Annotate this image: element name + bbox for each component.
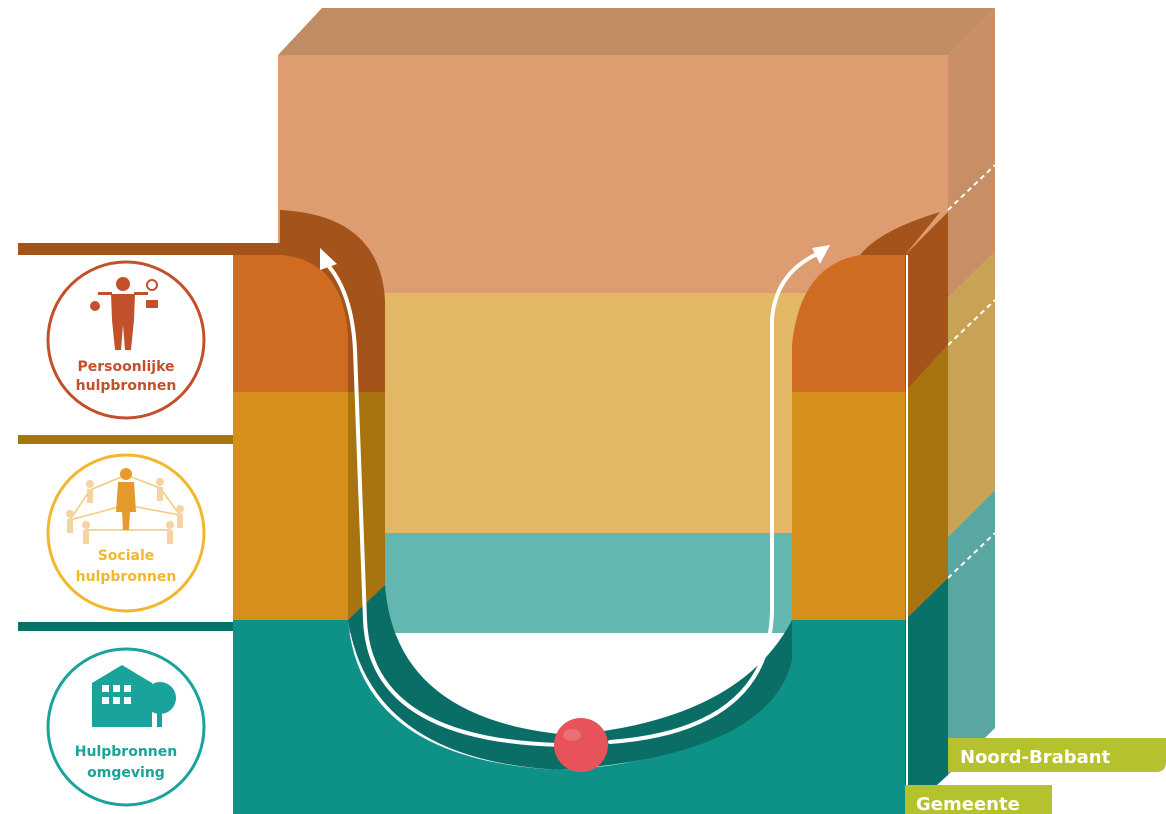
back-side-environment [948,490,995,775]
tag-province: Noord-Brabant [948,738,1166,772]
back-side-personal [948,8,995,298]
shelf-environment [18,622,233,631]
person-with-tools-icon [90,277,158,350]
dashed-edge [947,299,996,346]
tag-province-label: Noord-Brabant [960,747,1111,768]
circle-social-line1: Sociale [98,548,155,564]
circle-personal: Persoonlijke hulpbronnen [46,260,206,420]
path-left-arrow [323,260,562,747]
circle-personal-line1: Persoonlijke [77,359,174,375]
left-inner-wall-social [348,392,385,620]
back-side-social [948,252,995,537]
arrow-head-left [320,248,337,270]
front-right-social [792,392,905,620]
circle-environment: Hulpbronnen omgeving [46,647,206,807]
front-side-personal [905,212,948,392]
path-right-arrow [608,253,817,744]
ball-highlight [563,729,581,741]
channel-floor [348,585,792,770]
circle-social-line2: hulpbronnen [76,569,177,585]
tag-municipality-label: Gemeente [916,794,1020,814]
dashed-edge [947,164,996,211]
circle-environment-line1: Hulpbronnen [75,744,177,760]
dashed-edge [947,532,996,579]
right-inner-wall [860,212,940,255]
left-inner-wall-personal [280,210,385,392]
front-left-personal [233,255,348,392]
building-and-tree-icon [92,665,176,727]
front-side-social [905,345,948,620]
front-right-personal [792,255,905,392]
circle-social: Sociale hulpbronnen [46,453,206,613]
front-left-social [233,392,348,620]
ball [554,718,608,772]
back-wall-personal [278,55,948,295]
front-environment [233,620,905,814]
circle-personal-line2: hulpbronnen [76,378,177,394]
shelf-social [18,435,233,444]
social-network-icon [66,468,184,544]
tag-municipality: Gemeente [905,785,1052,814]
block-top-face [278,8,995,55]
circle-environment-line2: omgeving [87,765,165,781]
shelf-personal [18,243,280,255]
arrow-head-right [812,245,830,264]
front-side-environment [905,578,948,814]
